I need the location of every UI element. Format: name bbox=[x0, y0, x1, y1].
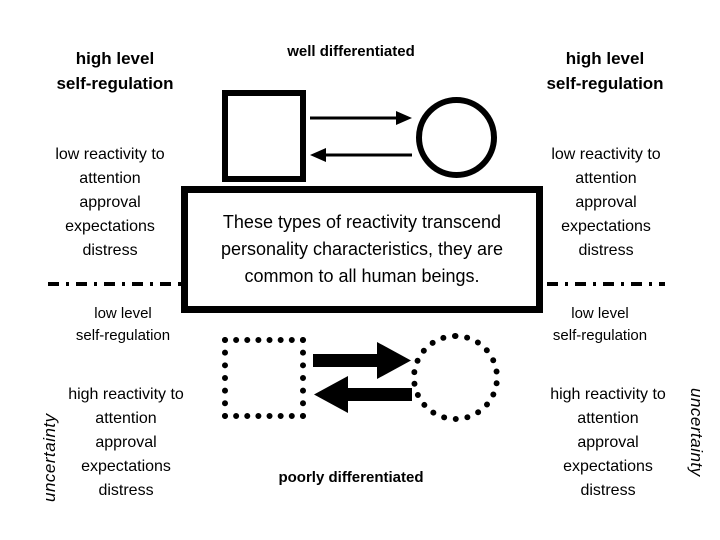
heading-line-2: self-regulation bbox=[75, 326, 171, 344]
list-item: distress bbox=[578, 242, 634, 259]
list-item: expectations bbox=[563, 458, 653, 475]
list-item: low reactivity to bbox=[551, 146, 661, 163]
heading-line-1: high level bbox=[75, 49, 155, 68]
label-well-differentiated: well differentiated bbox=[251, 41, 451, 62]
heading-line-2: self-regulation bbox=[552, 326, 648, 344]
quadrant-bottom-left-heading: low level self-regulation bbox=[23, 303, 223, 347]
poorly-differentiated-text: poorly differentiated bbox=[278, 469, 424, 486]
list-item: approval bbox=[79, 194, 141, 211]
list-item: distress bbox=[580, 482, 636, 499]
list-item: high reactivity to bbox=[68, 386, 184, 403]
top-square-shape bbox=[222, 90, 306, 182]
heading-line-1: low level bbox=[571, 305, 629, 322]
thin-arrow-right-icon bbox=[310, 111, 412, 125]
quadrant-top-left-list: low reactivity to attention approval exp… bbox=[10, 143, 210, 263]
list-item: approval bbox=[577, 434, 639, 451]
top-circle-shape bbox=[416, 97, 497, 178]
list-item: high reactivity to bbox=[550, 386, 666, 403]
list-item: attention bbox=[577, 410, 639, 427]
callout-line-1: These types of reactivity transcend bbox=[222, 212, 502, 232]
quadrant-bottom-right-list: high reactivity to attention approval ex… bbox=[508, 383, 708, 503]
heading-line-2: self-regulation bbox=[56, 73, 174, 93]
callout-line-3: common to all human beings. bbox=[244, 266, 480, 286]
thin-arrow-left-icon bbox=[310, 148, 412, 162]
list-item: distress bbox=[98, 482, 154, 499]
bottom-circle-shape bbox=[411, 333, 500, 422]
quadrant-bottom-left-list: high reactivity to attention approval ex… bbox=[26, 383, 226, 503]
list-item: distress bbox=[82, 242, 138, 259]
callout-box: These types of reactivity transcend pers… bbox=[181, 186, 543, 313]
quadrant-top-right-heading: high level self-regulation bbox=[505, 47, 705, 96]
list-item: approval bbox=[575, 194, 637, 211]
list-item: expectations bbox=[561, 218, 651, 235]
list-item: low reactivity to bbox=[55, 146, 165, 163]
heading-line-2: self-regulation bbox=[546, 73, 664, 93]
thick-arrow-right-icon bbox=[313, 342, 411, 379]
well-differentiated-text: well differentiated bbox=[287, 43, 415, 60]
thick-arrow-left-icon bbox=[314, 376, 412, 413]
label-poorly-differentiated: poorly differentiated bbox=[251, 467, 451, 488]
callout-line-2: personality characteristics, they are bbox=[220, 239, 504, 259]
heading-line-1: low level bbox=[94, 305, 152, 322]
heading-line-1: high level bbox=[565, 49, 645, 68]
list-item: attention bbox=[79, 170, 141, 187]
list-item: attention bbox=[95, 410, 157, 427]
quadrant-top-right-list: low reactivity to attention approval exp… bbox=[506, 143, 706, 263]
list-item: attention bbox=[575, 170, 637, 187]
list-item: expectations bbox=[81, 458, 171, 475]
quadrant-top-left-heading: high level self-regulation bbox=[15, 47, 215, 96]
quadrant-bottom-right-heading: low level self-regulation bbox=[500, 303, 700, 347]
list-item: approval bbox=[95, 434, 157, 451]
callout-text: These types of reactivity transcend pers… bbox=[211, 209, 513, 290]
bottom-square-shape bbox=[222, 337, 306, 419]
list-item: expectations bbox=[65, 218, 155, 235]
